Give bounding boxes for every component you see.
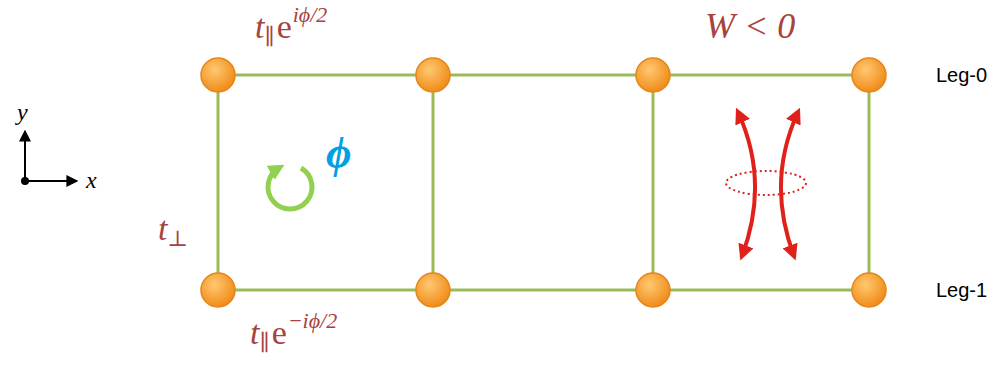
lattice-sites [201,58,886,307]
hopping-symbol: t [250,316,259,350]
flux-arrow [268,168,312,209]
hopping-subscript: ∥ [259,332,269,354]
leg-label: Leg-1 [936,280,987,300]
hopping-subscript: ∥ [264,26,274,48]
interaction-label: W < 0 [705,8,795,44]
leg-label: Leg-0 [936,65,987,85]
axis-label: x [86,168,97,192]
flux-label: ϕ [326,132,351,176]
hopping-exponent: iϕ/2 [293,4,328,26]
hopping-symbol: t [158,212,167,246]
hopping-symbol: t [255,10,264,44]
hopping-subscript: ⊥ [167,228,188,250]
interaction-arrows [726,112,806,256]
axes [21,132,76,185]
hopping-symbol: e [272,316,287,350]
axis-label: y [17,100,28,124]
hopping-exponent: −iϕ/2 [288,310,337,332]
hopping-symbol: e [277,10,292,44]
ladder-bonds [218,75,869,290]
